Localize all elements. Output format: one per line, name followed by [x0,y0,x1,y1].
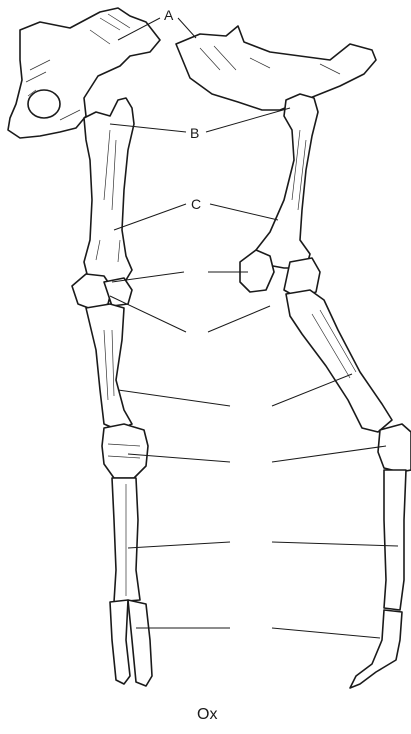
leader-c-left [114,204,186,230]
leader-c-right [210,204,278,220]
right-pelvis [176,26,376,110]
right-limb [176,26,411,688]
right-tarsus [378,424,411,472]
left-tibia [86,304,132,430]
left-limb [8,8,160,686]
leader-blank-5-left [128,542,230,548]
leader-blank-3-right [272,374,352,406]
leader-lines [110,18,398,638]
figure-caption: Ox [197,707,217,723]
leader-b-right [206,108,290,132]
label-b: B [190,126,199,140]
leader-blank-4-right [272,446,386,462]
right-patella [240,250,274,292]
leader-blank-3-left [118,390,230,406]
label-c: C [191,197,201,211]
right-femur [256,94,318,268]
leader-a-right [178,18,196,38]
leader-blank-2-right [208,306,270,332]
right-metatarsus [384,470,406,610]
leader-blank-6-right [272,628,380,638]
left-phalanges-2 [128,600,152,686]
label-a: A [164,8,173,22]
left-obturator-foramen [28,90,60,118]
right-tibia [286,290,392,432]
left-tarsus [102,424,148,478]
leader-blank-5-right [272,542,398,546]
left-phalanges [110,600,130,684]
right-phalanges [350,610,402,688]
